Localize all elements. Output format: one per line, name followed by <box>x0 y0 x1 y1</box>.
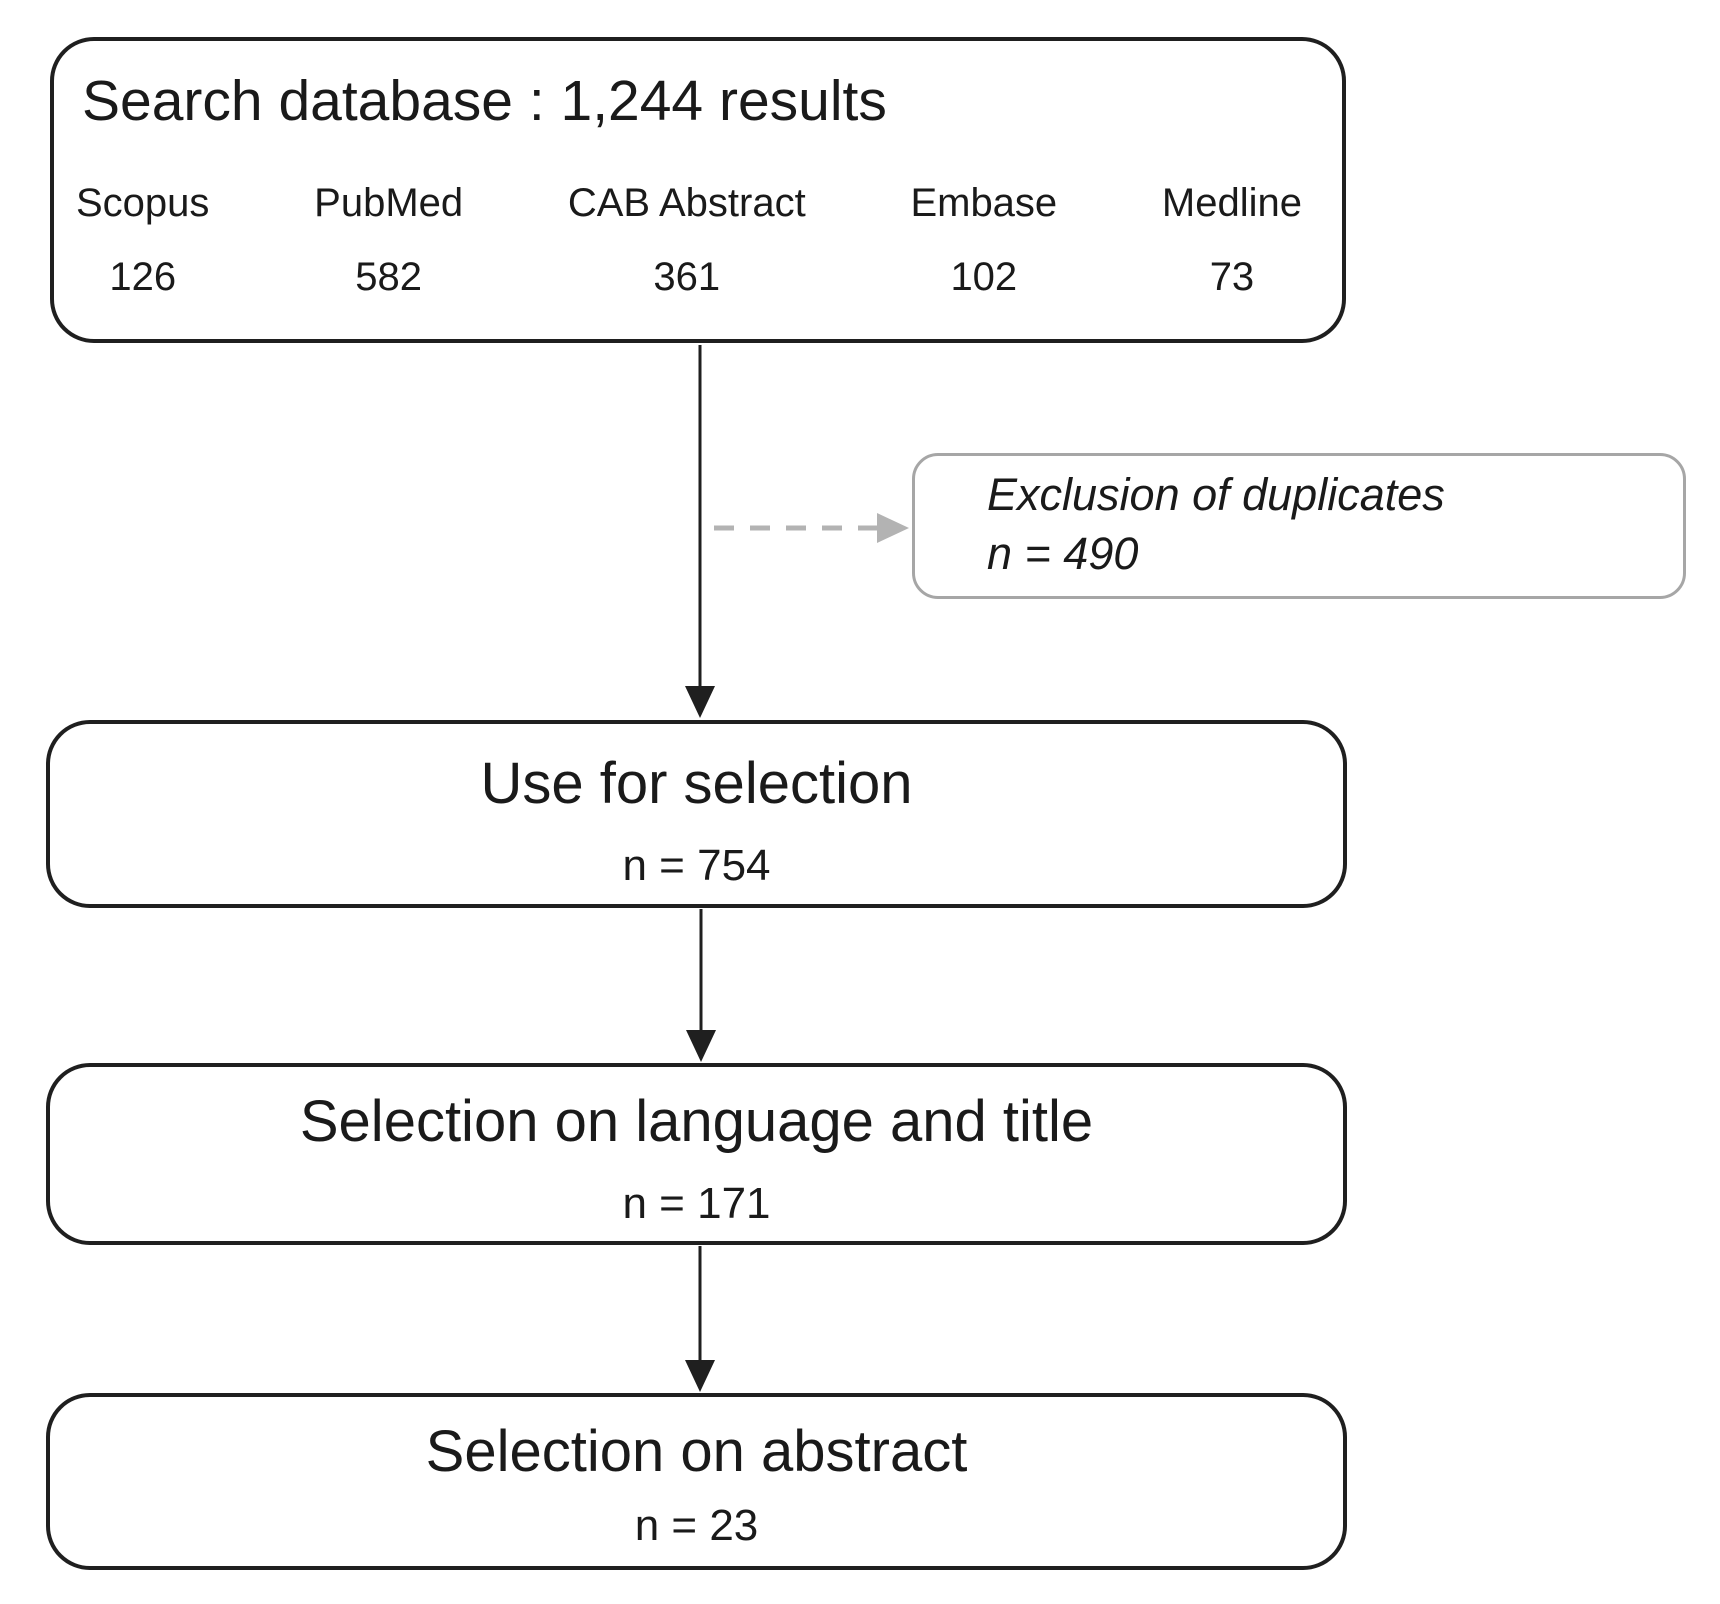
exclusion-count: n = 490 <box>987 527 1139 579</box>
database-column-embase: Embase 102 <box>910 181 1057 299</box>
database-results-row: Scopus 126 PubMed 582 CAB Abstract 361 E… <box>76 181 1302 299</box>
step-label: Selection on language and title <box>299 1088 1094 1154</box>
down-arrow-search-to-selection <box>685 345 715 718</box>
search-database-box: Search database : 1,244 results Scopus 1… <box>50 37 1346 343</box>
exclusion-of-duplicates-box: Exclusion of duplicates n = 490 <box>912 453 1686 599</box>
down-arrow-selection-to-language <box>686 909 716 1062</box>
database-column-scopus: Scopus 126 <box>76 181 209 299</box>
database-count: 126 <box>109 255 177 299</box>
step-label: Use for selection <box>480 750 913 816</box>
database-name: Scopus <box>76 181 210 225</box>
database-column-cab-abstract: CAB Abstract 361 <box>568 181 806 299</box>
database-count: 102 <box>950 255 1018 299</box>
step-count: n = 23 <box>634 1501 759 1551</box>
database-name: CAB Abstract <box>567 181 806 225</box>
down-arrow-language-to-abstract <box>685 1246 715 1392</box>
dashed-arrow-to-exclusion <box>714 513 909 543</box>
step-count: n = 171 <box>622 1178 771 1228</box>
database-count: 582 <box>355 255 422 299</box>
selection-on-abstract-box: Selection on abstract n = 23 <box>46 1393 1347 1570</box>
search-database-title: Search database : 1,244 results <box>82 69 887 133</box>
step-count: n = 754 <box>622 840 771 890</box>
use-for-selection-box: Use for selection n = 754 <box>46 720 1347 908</box>
database-column-medline: Medline 73 <box>1162 181 1302 299</box>
database-name: Medline <box>1161 181 1302 225</box>
selection-on-language-and-title-box: Selection on language and title n = 171 <box>46 1063 1347 1245</box>
step-label: Selection on abstract <box>425 1419 968 1485</box>
database-count: 361 <box>653 255 721 299</box>
database-count: 73 <box>1209 255 1255 299</box>
exclusion-label: Exclusion of duplicates <box>987 469 1445 520</box>
database-column-pubmed: PubMed 582 <box>314 181 463 299</box>
database-name: Embase <box>910 181 1058 225</box>
database-name: PubMed <box>314 181 464 225</box>
